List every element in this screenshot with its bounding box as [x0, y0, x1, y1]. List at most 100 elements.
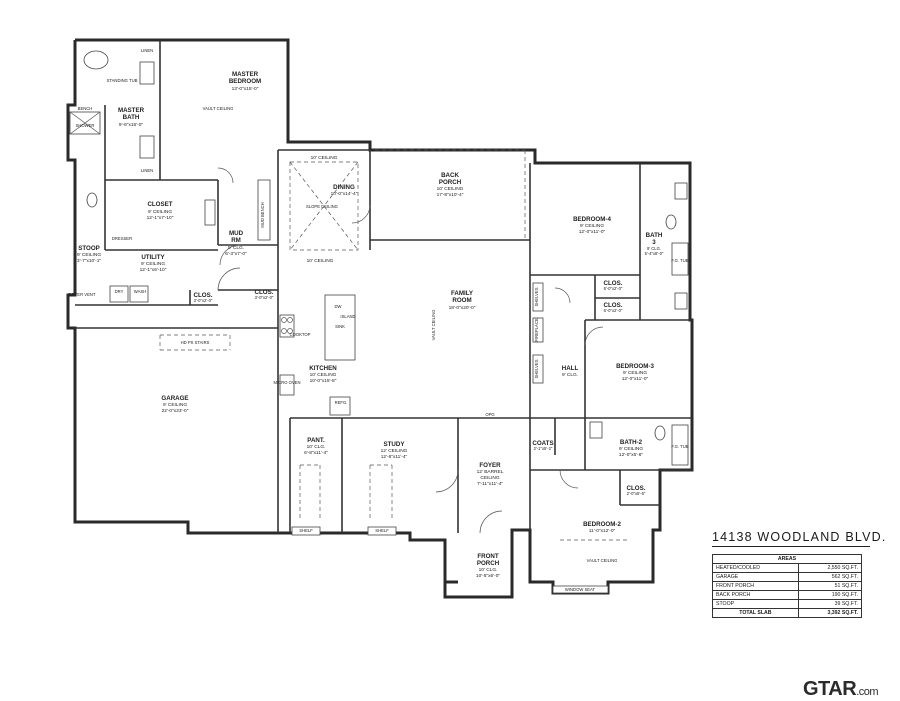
svg-text:12'-0"x11'-0": 12'-0"x11'-0" [579, 229, 606, 235]
svg-text:5'-4"x8'-0": 5'-4"x8'-0" [645, 251, 664, 256]
island-icon [324, 294, 356, 361]
fixtures [69, 50, 689, 594]
svg-text:9' CEILING: 9' CEILING [623, 370, 647, 376]
svg-text:DW: DW [335, 304, 342, 309]
svg-text:2'-0"x5'-6": 2'-0"x5'-6" [627, 491, 646, 496]
svg-text:MUD BENCH: MUD BENCH [260, 202, 265, 227]
svg-text:12'-1"x7'-10": 12'-1"x7'-10" [147, 215, 174, 221]
svg-text:7'-11"x11'-4": 7'-11"x11'-4" [477, 481, 503, 487]
svg-text:SHELF: SHELF [375, 528, 389, 533]
svg-text:BENCH: BENCH [78, 106, 93, 111]
bedroom-3-label: BEDROOM-3 [616, 363, 654, 370]
svg-text:ISLAND: ISLAND [340, 314, 355, 319]
svg-text:3'-0"x2'-0": 3'-0"x2'-0" [255, 295, 274, 300]
front-porch-label: FRONT [477, 553, 499, 560]
svg-text:DRESSER: DRESSER [112, 236, 132, 241]
svg-text:10' CLG.: 10' CLG. [307, 444, 326, 450]
sink-icon [589, 421, 603, 439]
sink-icon [674, 182, 688, 200]
svg-text:MICRO OVEN: MICRO OVEN [274, 380, 301, 385]
dining-label: DINING [333, 184, 355, 191]
svg-text:VAULT CEILING: VAULT CEILING [587, 558, 618, 563]
svg-text:10' CEILING: 10' CEILING [307, 258, 334, 264]
svg-text:12'-1"x6'-10": 12'-1"x6'-10" [140, 267, 167, 273]
standing-tub-icon [83, 50, 109, 70]
hall-label: HALL [562, 365, 579, 372]
svg-text:9'-6"x15'-0": 9'-6"x15'-0" [119, 122, 143, 128]
kitchen-label: KITCHEN [309, 365, 337, 372]
foyer-label: FOYER [479, 462, 501, 469]
svg-text:PORCH: PORCH [439, 179, 462, 186]
bedroom-2-label: BEDROOM-2 [583, 521, 621, 528]
svg-text:9' CEILING: 9' CEILING [580, 223, 604, 229]
address-title: 14138 WOODLAND BLVD. [712, 530, 885, 547]
tub-icon [671, 242, 689, 276]
dashed-lines [159, 149, 630, 541]
svg-text:SHELVES: SHELVES [534, 287, 539, 306]
svg-text:VAULT CEILING: VAULT CEILING [431, 310, 436, 341]
svg-text:LINEN: LINEN [141, 168, 153, 173]
svg-text:12'-0"x11'-0": 12'-0"x11'-0" [622, 376, 649, 382]
clos-bedroom-2-label: CLOS. [627, 485, 646, 492]
gtar-logo: GTAR.com [803, 678, 879, 700]
pant-label: PANT. [307, 437, 325, 444]
svg-text:WINDOW SEAT: WINDOW SEAT [565, 587, 596, 592]
svg-text:9' CEILING: 9' CEILING [163, 402, 187, 408]
family-room-label: FAMILY [451, 290, 474, 297]
svg-text:VAULT CEILING: VAULT CEILING [203, 106, 234, 111]
svg-text:6'-8"x11'-4": 6'-8"x11'-4" [304, 450, 328, 456]
svg-text:17'-8"x10'-4": 17'-8"x10'-4" [437, 192, 464, 198]
closet-label: CLOSET [147, 201, 172, 208]
svg-text:9' CLG.: 9' CLG. [647, 246, 661, 251]
svg-text:10'-5"x6'-0": 10'-5"x6'-0" [476, 573, 500, 579]
bedroom-4-label: BEDROOM-4 [573, 216, 611, 223]
areas-header: AREAS [712, 554, 862, 564]
svg-text:12'-6"x11'-4": 12'-6"x11'-4" [381, 454, 408, 460]
bath-3-label: BATH [646, 232, 663, 239]
exterior-walls [66, 38, 694, 599]
study-label: STUDY [384, 441, 406, 448]
svg-text:LINEN: LINEN [141, 48, 153, 53]
svg-text:ROOM: ROOM [452, 297, 471, 304]
svg-text:STANDING TUB: STANDING TUB [107, 78, 138, 83]
coats-label: COATS [532, 440, 553, 447]
svg-text:REFG.: REFG. [335, 400, 348, 405]
svg-text:DRYER VENT: DRYER VENT [69, 292, 96, 297]
sink-icon [674, 292, 688, 310]
master-bath-label: MASTER [118, 107, 145, 114]
svg-text:3'-0"x2'-0": 3'-0"x2'-0" [194, 298, 213, 303]
utility-label: UTILITY [141, 254, 165, 261]
svg-text:9' CEILING: 9' CEILING [77, 252, 101, 258]
stoop-label: STOOP [78, 245, 100, 252]
svg-text:3: 3 [652, 239, 656, 246]
cooktop-icon [279, 314, 295, 338]
svg-text:BATH: BATH [123, 114, 140, 121]
svg-text:6'-3"x7'-0": 6'-3"x7'-0" [225, 251, 247, 257]
washer-icon [129, 285, 149, 303]
areas-header-row: AREAS [712, 554, 862, 564]
svg-text:3'-7"x10'-1": 3'-7"x10'-1" [77, 258, 101, 264]
sink-icon [139, 135, 155, 159]
svg-text:9' CLG.: 9' CLG. [228, 245, 244, 251]
mud-rm-label: MUD [229, 230, 244, 237]
svg-text:9' CEILING: 9' CEILING [619, 446, 643, 452]
svg-text:SLOPE CEILING: SLOPE CEILING [306, 204, 338, 209]
svg-text:10'-0"x15'-8": 10'-0"x15'-8" [310, 378, 337, 384]
svg-text:12'-0"x5'-6": 12'-0"x5'-6" [619, 452, 643, 458]
title-block: 14138 WOODLAND BLVD. AREAS HEATED/COOLED… [712, 530, 885, 618]
svg-text:RM: RM [231, 237, 241, 244]
svg-text:12' CEILING: 12' CEILING [381, 448, 408, 454]
svg-text:9' CEILING: 9' CEILING [141, 261, 165, 267]
sink-icon [139, 61, 155, 85]
svg-text:9' CLG.: 9' CLG. [562, 372, 578, 378]
svg-text:SHOWER: SHOWER [76, 123, 95, 128]
svg-text:18'-0"x20'-0": 18'-0"x20'-0" [449, 305, 476, 311]
svg-text:SHELVES: SHELVES [534, 359, 539, 378]
